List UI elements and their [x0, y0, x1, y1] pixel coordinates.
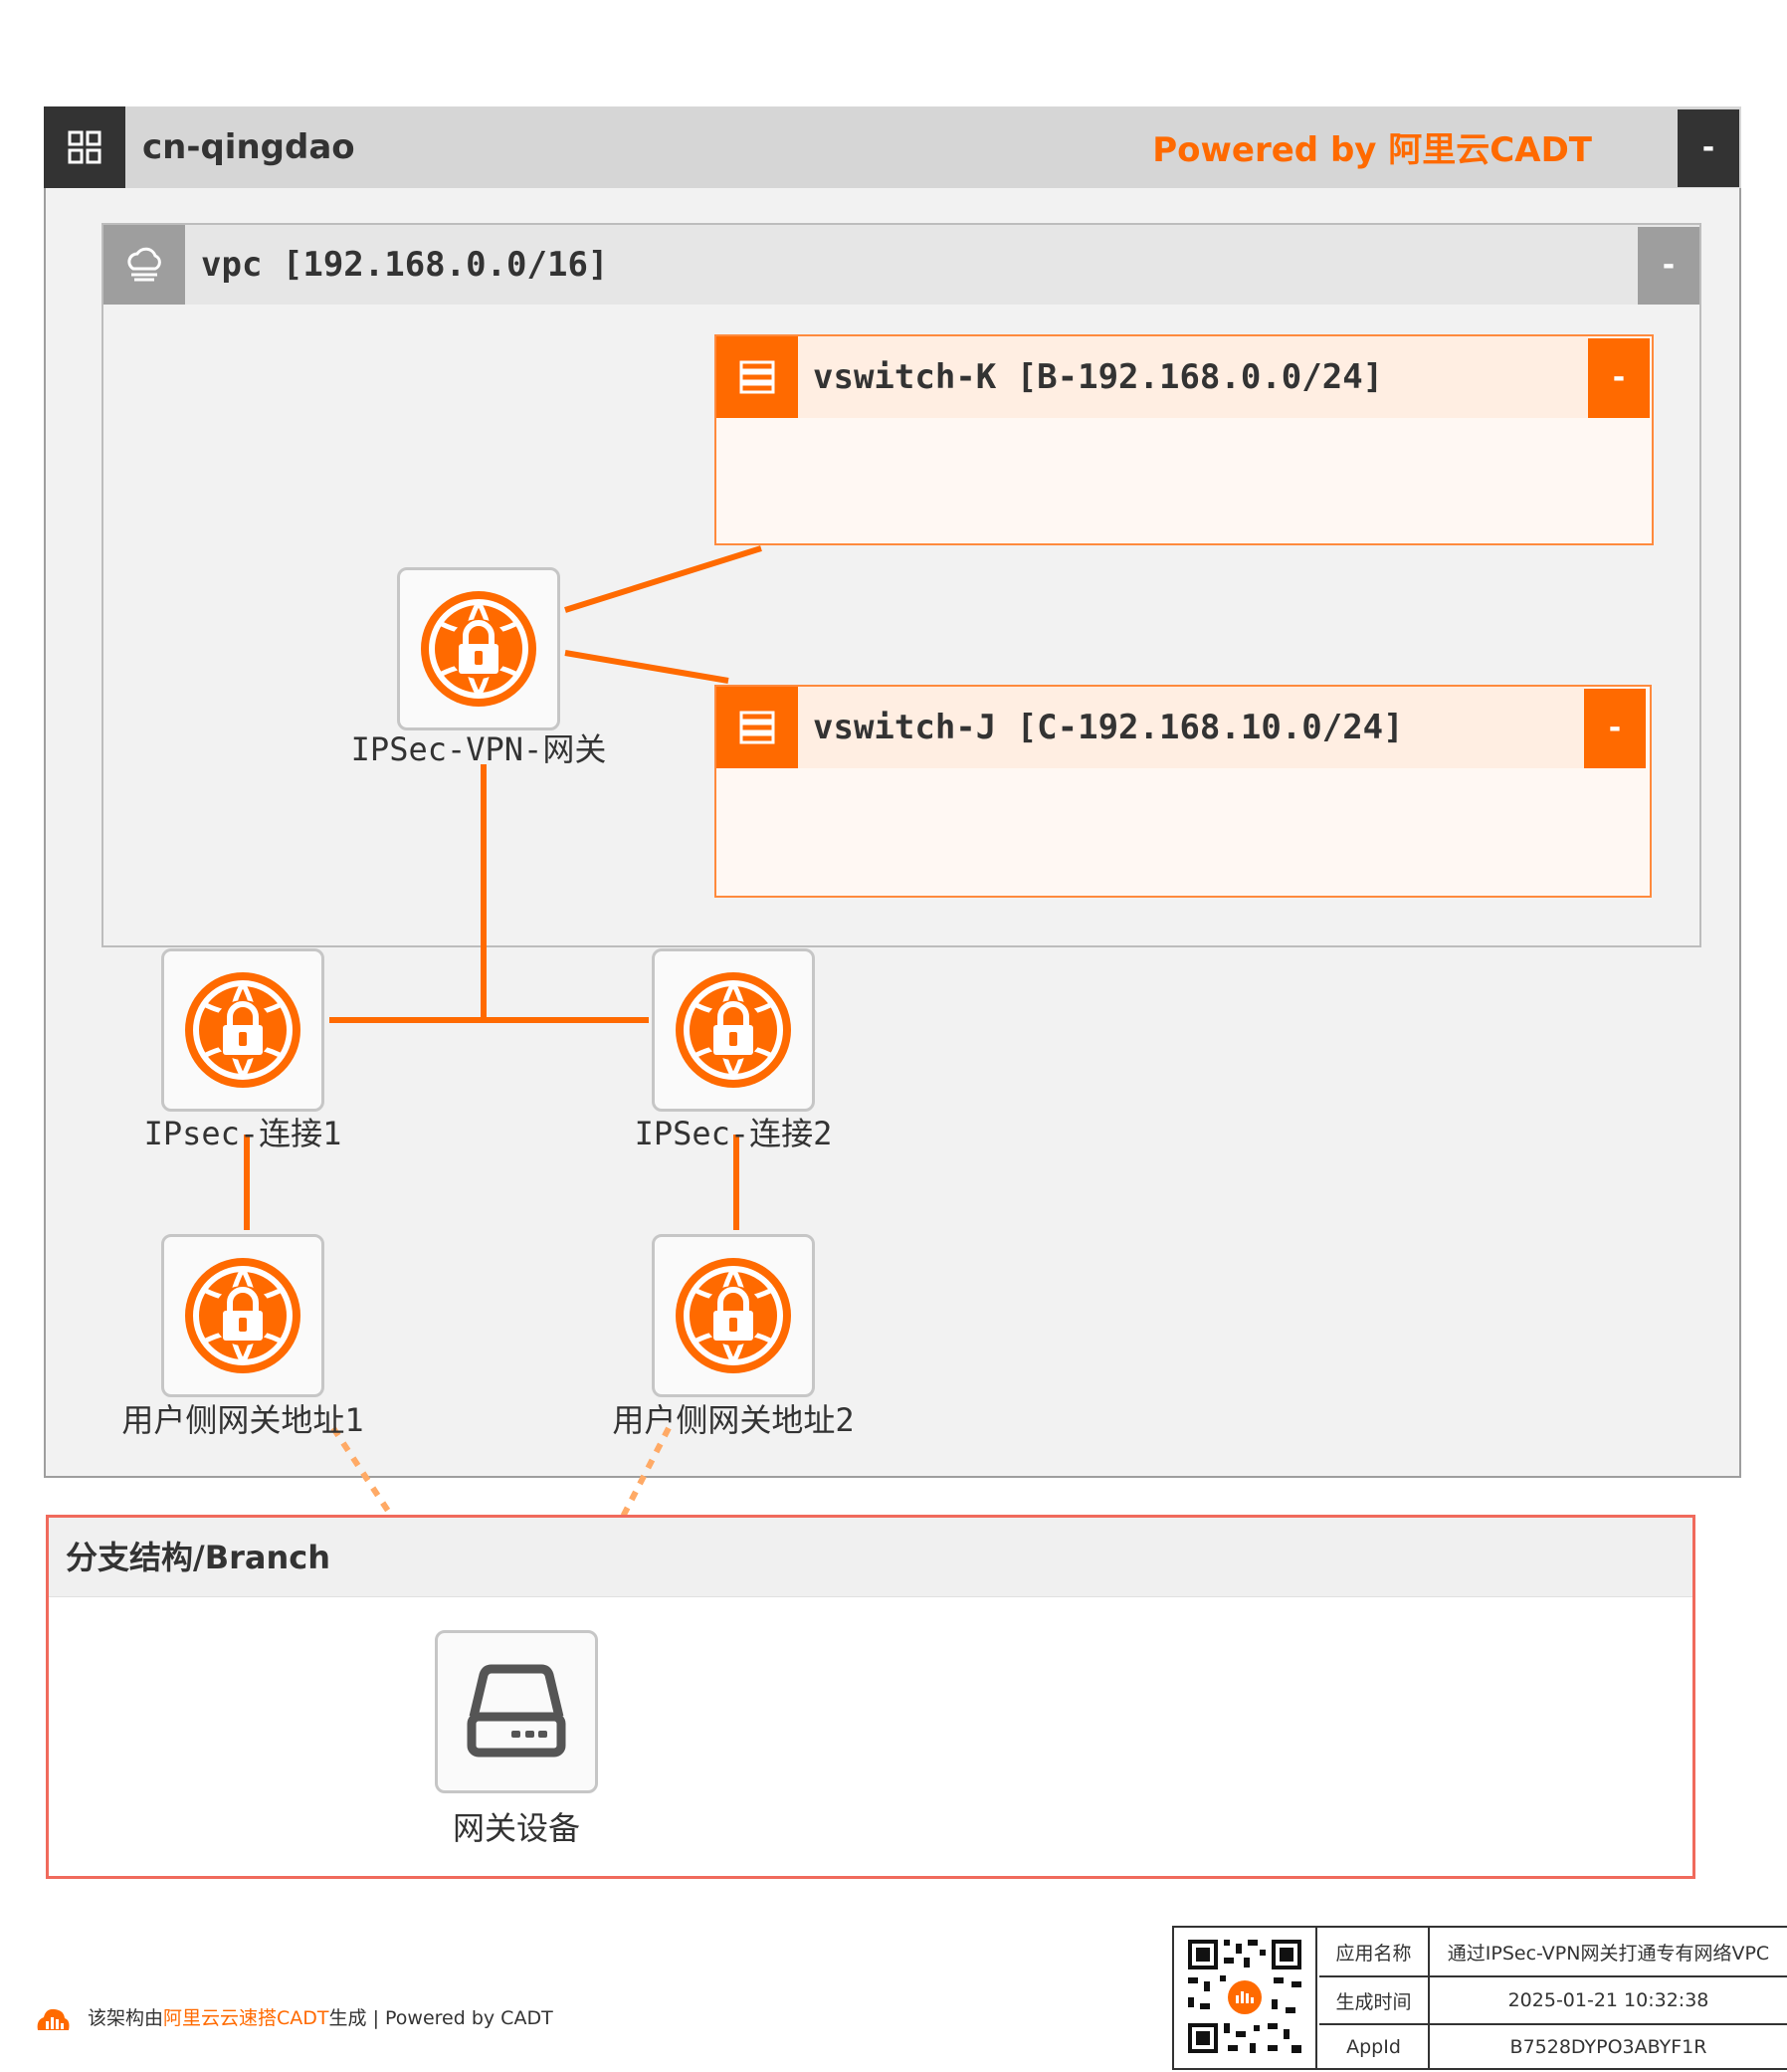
region-header: [44, 106, 1741, 188]
ipsec-connection-1-node[interactable]: [161, 948, 324, 1112]
vswitch-j-header: [716, 687, 1584, 768]
table-divider: [1319, 1975, 1787, 1977]
powered-by-label: Powered by 阿里云CADT: [1152, 130, 1592, 170]
branch-title: 分支结构/Branch: [66, 1539, 330, 1576]
gateway-device-label: 网关设备: [452, 1809, 580, 1847]
vpc-header: [103, 225, 1699, 305]
branch-header: [49, 1518, 1692, 1597]
app-name-value: 通过IPSec-VPN网关打通专有网络VPC: [1447, 1942, 1770, 1965]
cadt-link[interactable]: 阿里云云速搭CADT: [163, 2007, 329, 2029]
footer-attribution: 该架构由阿里云云速搭CADT生成 | Powered by CADT: [88, 2007, 553, 2029]
vpn-lock-icon: [669, 965, 798, 1095]
vswitch-j-collapse-button[interactable]: -: [1584, 689, 1646, 768]
server-icon: [716, 687, 798, 768]
customer-gateway-2-node[interactable]: [652, 1234, 815, 1397]
table-divider: [1428, 1928, 1430, 2068]
qr-code: [1174, 1928, 1317, 2068]
vpn-lock-icon: [178, 1251, 307, 1380]
vswitch-k-header: [716, 336, 1588, 418]
vpn-gateway-node[interactable]: [397, 567, 560, 730]
customer-gateway-1-label: 用户侧网关地址1: [121, 1401, 364, 1439]
appid-value: B7528DYPO3ABYF1R: [1509, 2035, 1707, 2058]
generated-time-value: 2025-01-21 10:32:38: [1507, 1989, 1709, 2011]
cadt-logo-icon: [34, 2004, 72, 2034]
vpn-gateway-label: IPSec-VPN-网关: [350, 730, 607, 768]
app-name-label: 应用名称: [1335, 1942, 1412, 1965]
hard-drive-icon: [467, 1664, 566, 1758]
vpn-lock-icon: [669, 1251, 798, 1380]
line-gateway-vswitch-j: [564, 650, 729, 684]
customer-gateway-1-node[interactable]: [161, 1234, 324, 1397]
ipsec-connection-2-label: IPSec-连接2: [634, 1115, 833, 1152]
appid-label: AppId: [1346, 2035, 1401, 2058]
grid-icon: [44, 106, 125, 188]
line-gateway-vswitch-k: [564, 545, 762, 613]
vswitch-j-title: vswitch-J [C-192.168.10.0/24]: [813, 708, 1404, 747]
customer-gateway-2-label: 用户侧网关地址2: [612, 1401, 855, 1439]
vswitch-k-collapse-button[interactable]: -: [1588, 338, 1650, 418]
region-collapse-button[interactable]: -: [1678, 109, 1739, 187]
vpn-lock-icon: [414, 584, 543, 714]
vpc-title: vpc [192.168.0.0/16]: [201, 245, 609, 285]
vswitch-k-title: vswitch-K [B-192.168.0.0/24]: [813, 357, 1384, 397]
gateway-device-node[interactable]: [435, 1630, 598, 1793]
table-divider: [1319, 2023, 1787, 2025]
generated-time-label: 生成时间: [1335, 1990, 1412, 2013]
ipsec-connection-1-label: IPsec-连接1: [143, 1115, 342, 1152]
ipsec-connection-2-node[interactable]: [652, 948, 815, 1112]
vpc-collapse-button[interactable]: -: [1638, 227, 1699, 305]
cloud-icon: [103, 225, 185, 305]
server-icon: [716, 336, 798, 418]
region-title: cn-qingdao: [142, 127, 355, 167]
vpn-lock-icon: [178, 965, 307, 1095]
